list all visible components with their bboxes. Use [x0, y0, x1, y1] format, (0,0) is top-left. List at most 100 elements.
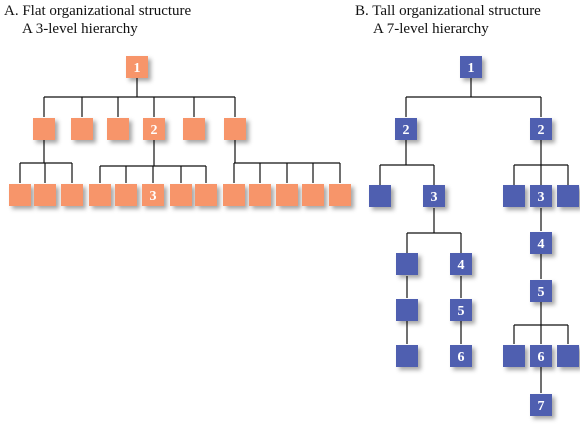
tall-box-level3-right-b-label: 3: [538, 190, 545, 205]
flat-box-level3-2-4-shape: [329, 184, 351, 206]
tall-box-level7-shape: [530, 394, 552, 416]
flat-box-level2-0-shape: [33, 118, 55, 140]
tall-box-level1-label: 1: [468, 61, 475, 76]
flat-box-level2-4-shape: [183, 118, 205, 140]
tall-box-level3-left-b-shape: [423, 185, 445, 207]
tall-structure-subtitle: A 7-level hierarchy: [373, 21, 489, 37]
tall-box-level5-right-shape: [530, 280, 552, 302]
flat-box-level3-1-4-shape: [195, 184, 217, 206]
flat-box-level3-0-1-shape: [34, 184, 56, 206]
tall-box-level5-left-b: 5: [450, 299, 472, 321]
flat-box-level3-1-0-shape: [89, 184, 111, 206]
flat-box-level3-0-1: [34, 184, 56, 206]
flat-box-level3-0-2-shape: [61, 184, 83, 206]
tall-box-level4-right-label: 4: [538, 237, 545, 252]
tall-box-level4-left-b: 4: [450, 253, 472, 275]
tall-box-level3-right-a: [503, 185, 525, 207]
tall-box-level5-right-label: 5: [538, 285, 545, 300]
tall-box-level2-left: 2: [395, 118, 417, 140]
flat-box-level3-1-1-shape: [115, 184, 137, 206]
tall-box-level6-right-b: 6: [530, 345, 552, 367]
tall-box-level2-right-label: 2: [538, 123, 545, 138]
flat-box-level3-2-2-shape: [276, 184, 298, 206]
tall-box-level5-left-a-shape: [396, 299, 418, 321]
tall-box-level7-label: 7: [538, 399, 545, 414]
tall-box-level4-right: 4: [530, 232, 552, 254]
tall-box-level6-right-a: [503, 345, 525, 367]
tall-box-level2-right: 2: [530, 118, 552, 140]
tall-box-level6-right-a-shape: [503, 345, 525, 367]
tall-box-level6-left-b-shape: [450, 345, 472, 367]
flat-box-level2-4: [183, 118, 205, 140]
flat-box-level3-0-0: [9, 184, 31, 206]
tall-box-level4-left-a-shape: [396, 253, 418, 275]
flat-box-level2-2-shape: [107, 118, 129, 140]
flat-box-level3-1-1: [115, 184, 137, 206]
flat-box-level3-1-2: 3: [142, 184, 164, 206]
tall-box-level3-right-a-shape: [503, 185, 525, 207]
flat-box-level2-3: 2: [143, 118, 165, 140]
flat-box-level1: 1: [126, 56, 148, 78]
flat-box-level3-2-1-shape: [249, 184, 271, 206]
tall-box-level3-right-b-shape: [530, 185, 552, 207]
tall-box-level2-right-shape: [530, 118, 552, 140]
flat-box-level2-2: [107, 118, 129, 140]
flat-box-level3-1-0: [89, 184, 111, 206]
tall-box-level7: 7: [530, 394, 552, 416]
tall-box-level4-left-b-label: 4: [458, 258, 465, 273]
flat-box-level3-2-0-shape: [223, 184, 245, 206]
tall-box-level3-left-a: [369, 185, 391, 207]
tall-box-level6-right-c: [557, 345, 579, 367]
flat-box-level3-2-3: [302, 184, 324, 206]
flat-structure-subtitle: A 3-level hierarchy: [22, 21, 138, 37]
tall-box-level3-right-c-shape: [557, 185, 579, 207]
tall-box-level2-left-label: 2: [403, 123, 410, 138]
tall-box-level4-left-a: [396, 253, 418, 275]
org-boxes: 1 2 3 1 2 2 3 3 4 4 5 5 6 6 7: [9, 56, 579, 416]
flat-box-level2-3-label: 2: [151, 123, 158, 138]
tall-box-level6-right-c-shape: [557, 345, 579, 367]
flat-box-level2-0: [33, 118, 55, 140]
flat-box-level3-2-1: [249, 184, 271, 206]
flat-box-level3-1-3: [170, 184, 192, 206]
tall-box-level6-right-b-shape: [530, 345, 552, 367]
tall-box-level6-left-a-shape: [396, 345, 418, 367]
tall-box-level5-left-a: [396, 299, 418, 321]
tall-box-level3-right-b: 3: [530, 185, 552, 207]
flat-box-level3-2-0: [223, 184, 245, 206]
tall-box-level6-left-a: [396, 345, 418, 367]
flat-box-level1-label: 1: [134, 61, 141, 76]
tall-box-level5-left-b-label: 5: [458, 304, 465, 319]
flat-box-level3-0-0-shape: [9, 184, 31, 206]
tall-box-level3-right-c: [557, 185, 579, 207]
flat-box-level3-1-4: [195, 184, 217, 206]
tall-box-level3-left-b-label: 3: [431, 190, 438, 205]
flat-box-level3-1-2-label: 3: [150, 189, 157, 204]
tall-box-level4-right-shape: [530, 232, 552, 254]
tall-box-level6-left-b-label: 6: [458, 350, 465, 365]
flat-box-level2-5: [224, 118, 246, 140]
flat-box-level2-1: [71, 118, 93, 140]
flat-structure-title: A. Flat organizational structure: [4, 3, 192, 19]
tall-box-level3-left-b: 3: [423, 185, 445, 207]
connector-lines: [19, 78, 569, 393]
tall-box-level5-left-b-shape: [450, 299, 472, 321]
tall-box-level6-right-b-label: 6: [538, 350, 545, 365]
flat-box-level3-2-4: [329, 184, 351, 206]
tall-box-level5-right: 5: [530, 280, 552, 302]
tall-box-level6-left-b: 6: [450, 345, 472, 367]
flat-box-level2-1-shape: [71, 118, 93, 140]
tall-box-level1: 1: [460, 56, 482, 78]
flat-box-level3-1-3-shape: [170, 184, 192, 206]
flat-box-level3-2-2: [276, 184, 298, 206]
tall-box-level4-left-b-shape: [450, 253, 472, 275]
flat-box-level1-shape: [126, 56, 148, 78]
flat-box-level3-2-3-shape: [302, 184, 324, 206]
flat-box-level3-0-2: [61, 184, 83, 206]
tall-structure-title: B. Tall organizational structure: [355, 3, 541, 19]
tall-box-level2-left-shape: [395, 118, 417, 140]
flat-box-level3-1-2-shape: [142, 184, 164, 206]
tall-box-level3-left-a-shape: [369, 185, 391, 207]
flat-box-level2-3-shape: [143, 118, 165, 140]
